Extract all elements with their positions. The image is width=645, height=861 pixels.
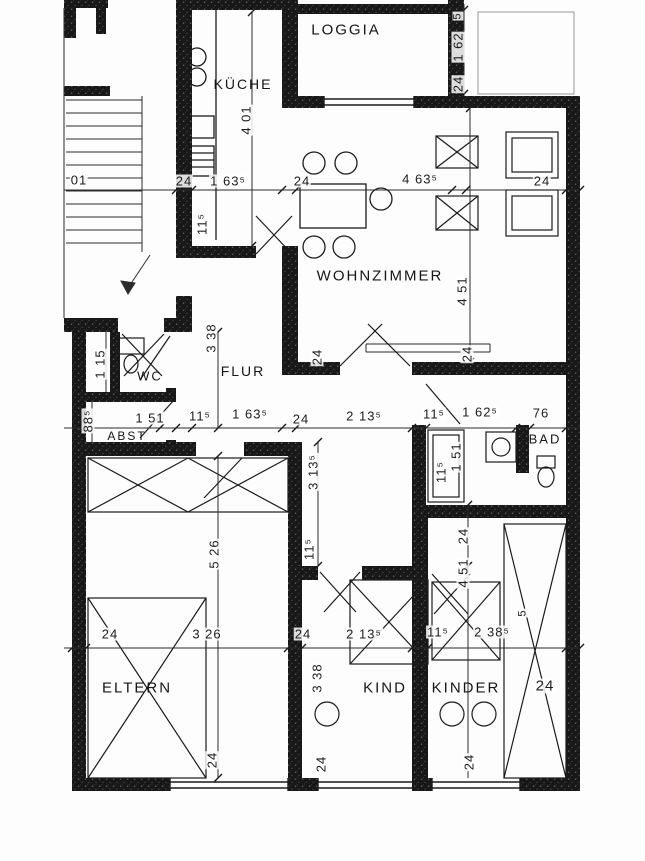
staircase (63, 8, 151, 318)
stool-kind (314, 701, 340, 727)
kitchen-appliance (187, 115, 215, 139)
wall-entry-right (164, 318, 192, 332)
wall-wc-left (110, 332, 120, 398)
walls (64, 0, 580, 791)
wall-outer-right (566, 96, 580, 790)
door-wc (139, 335, 171, 381)
dining-table (299, 183, 367, 229)
chair (302, 151, 326, 175)
wall-eltern-top-right (244, 442, 302, 456)
stove (187, 145, 215, 177)
wohnzimmer-niche (365, 343, 491, 353)
wall-wc-abst (86, 392, 176, 402)
wall-kitchen-left (176, 0, 192, 252)
stool-kinder (439, 701, 465, 727)
eltern-furniture (87, 457, 289, 779)
kitchen-fixtures (187, 10, 217, 240)
chair (302, 235, 326, 259)
bathtub (427, 429, 465, 503)
dimension-lines (64, 4, 580, 778)
wardrobe-eltern (87, 457, 289, 513)
wall-kitchen-loggia (282, 0, 298, 108)
sofa (505, 131, 559, 237)
windows (169, 96, 521, 791)
wall-eltern-right (288, 442, 302, 790)
wardrobe-kind (349, 579, 429, 665)
wc-fixtures (117, 337, 145, 374)
wc-cistern (117, 337, 145, 355)
wall-top (176, 0, 298, 10)
kind-furniture (314, 579, 429, 727)
door-kind (319, 571, 357, 613)
wall-bad-bottom (412, 505, 580, 518)
bed-eltern (87, 597, 207, 779)
door-wohnzimmer (339, 323, 383, 367)
wall-outer-left (72, 332, 86, 790)
wall-wohnzimmer-bottom-left (282, 362, 340, 375)
wall-eltern-top-left (72, 442, 196, 456)
toilet (123, 354, 139, 374)
wall-bad-left (412, 425, 426, 518)
stool-kinder (471, 701, 497, 727)
sink-bowl-1 (187, 47, 207, 67)
wall-loggia-right (448, 0, 464, 106)
wall-outer-bottom-3 (412, 778, 432, 791)
neighbor-loggia-outline (477, 11, 575, 95)
wall-flur-wohnzimmer (282, 246, 298, 362)
wall-entry-left (64, 318, 118, 332)
door-kinder (431, 573, 469, 615)
sink-bowl-2 (187, 67, 207, 87)
wall-outer-bottom-4 (520, 778, 580, 791)
washbasin (485, 431, 517, 463)
wall-kitchen-bottom (176, 246, 256, 258)
chair (369, 187, 393, 211)
stair-arrowhead (120, 280, 136, 295)
armchairs (435, 135, 479, 231)
wall-bad-stub (516, 425, 529, 473)
door-entry (123, 333, 165, 377)
door-eltern (203, 457, 243, 499)
chair (334, 151, 358, 175)
bath-fixtures (427, 429, 556, 503)
wall-loggia-top (290, 4, 456, 14)
bed-kinder (503, 523, 567, 779)
wall-wohnzimmer-bottom-right (412, 362, 580, 375)
wall-outer-bottom-2 (288, 778, 318, 791)
door-abst (139, 399, 175, 439)
door-bad (425, 383, 461, 425)
wall-outer-top-right (456, 96, 580, 108)
dining-set (299, 151, 393, 259)
chair (332, 235, 356, 259)
kinder-furniture (431, 523, 567, 779)
toilet-bad (536, 455, 556, 469)
wall-outer-bottom-1 (72, 778, 170, 791)
